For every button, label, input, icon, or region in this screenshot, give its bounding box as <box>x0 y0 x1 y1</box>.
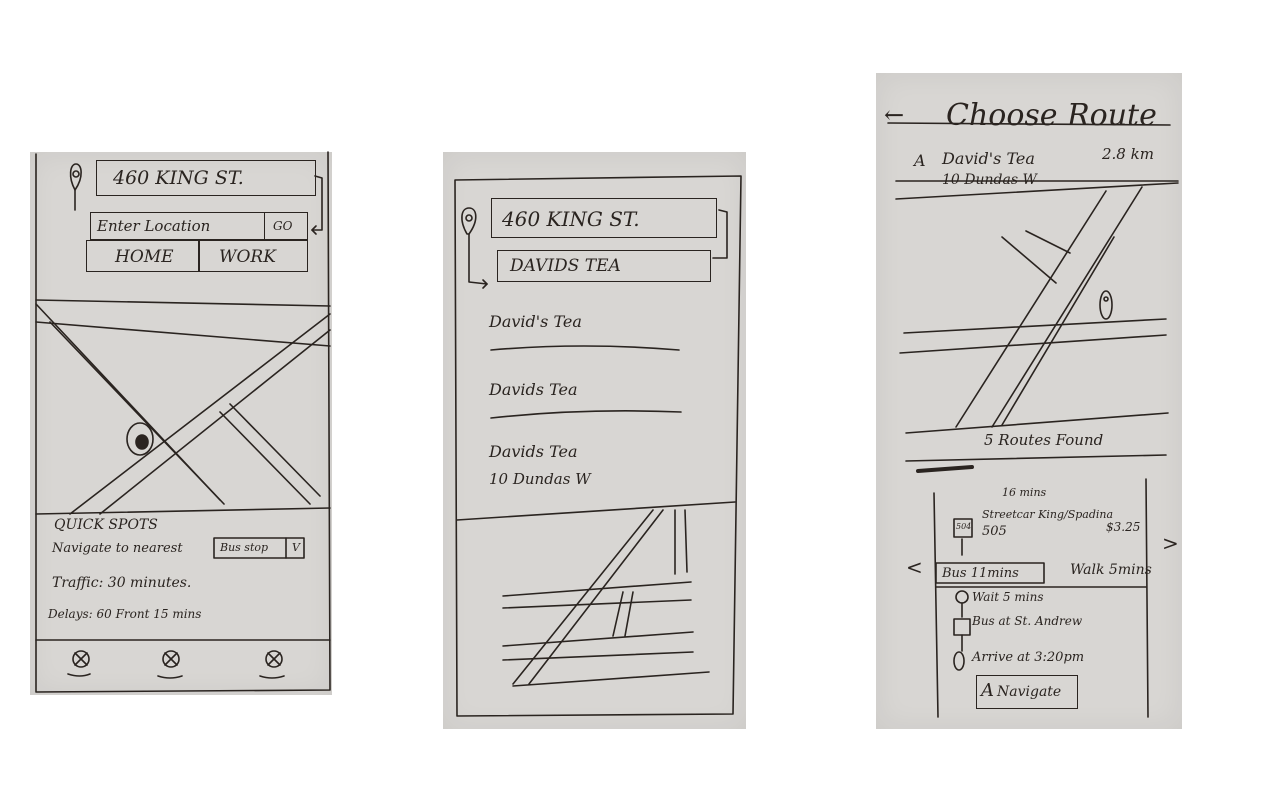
work-label: WORK <box>219 247 276 267</box>
origin-field-text: 460 KING ST. <box>502 207 640 231</box>
destination-name: David's Tea <box>942 149 1035 168</box>
bus-segment: Bus 11mins <box>942 566 1019 581</box>
traffic-text: Traffic: 30 minutes. <box>52 575 192 591</box>
step-text: Wait 5 mins <box>972 590 1044 604</box>
navigate-button[interactable]: A Navigate <box>976 675 1078 709</box>
go-button-label: GO <box>273 219 293 233</box>
walk-segment: Walk 5mins <box>1070 562 1152 578</box>
search-result-item[interactable]: Davids Tea 10 Dundas W <box>489 442 689 492</box>
back-arrow-icon[interactable]: ← <box>884 101 905 129</box>
work-shortcut-button[interactable]: WORK <box>198 240 308 272</box>
nav-icon-1 <box>72 650 90 668</box>
screen3-ink <box>887 122 1179 718</box>
origin-field-text: 460 KING ST. <box>113 167 244 189</box>
route-number: 505 <box>982 524 1007 539</box>
next-route-arrow[interactable]: > <box>1162 531 1179 555</box>
distance-text: 2.8 km <box>1102 145 1154 163</box>
quick-spots-title: QUICK SPOTS <box>54 517 158 533</box>
route-fare: $3.25 <box>1106 520 1141 534</box>
navigate-button-label: Navigate <box>997 684 1062 700</box>
origin-field[interactable]: 460 KING ST. <box>491 198 717 238</box>
result-name: Davids Tea <box>489 380 578 399</box>
result-name: Davids Tea <box>489 442 578 461</box>
prev-route-arrow[interactable]: < <box>906 555 923 579</box>
destination-field-text: DAVIDS TEA <box>510 256 621 276</box>
delays-text: Delays: 60 Front 15 mins <box>48 607 202 621</box>
home-shortcut-button[interactable]: HOME <box>86 240 200 272</box>
location-pin-icon <box>69 163 82 191</box>
origin-field[interactable]: 460 KING ST. <box>96 160 316 196</box>
search-result-item[interactable]: David's Tea <box>489 312 689 352</box>
navigate-nearest-label: Navigate to nearest <box>52 541 183 556</box>
destination-address: 10 Dundas W <box>942 172 1037 188</box>
step-text: Arrive at 3:20pm <box>972 650 1085 665</box>
screen2-ink <box>454 175 742 717</box>
route-card[interactable]: 16 mins 504 Streetcar King/Spadina 505 $… <box>938 479 1152 719</box>
route-badge: 504 <box>956 522 972 531</box>
home-label: HOME <box>115 247 174 267</box>
pin-icon <box>953 651 965 671</box>
nav-icon-2 <box>162 650 180 668</box>
result-name: David's Tea <box>489 312 582 331</box>
sketch-screen-home: 460 KING ST. Enter Location GO HOME WORK… <box>30 151 332 695</box>
route-line-name: Streetcar King/Spadina <box>982 508 1114 521</box>
destination-placeholder: Enter Location <box>97 217 211 235</box>
routes-found-text: 5 Routes Found <box>984 431 1104 449</box>
location-pin-icon <box>461 207 477 235</box>
streetcar-badge <box>953 518 973 538</box>
sketch-screen-choose-route: ← Choose Route A David's Tea 10 Dundas W… <box>876 73 1182 729</box>
swap-arrow-icon <box>311 175 323 231</box>
destination-field[interactable]: DAVIDS TEA <box>497 250 711 282</box>
result-address: 10 Dundas W <box>489 470 591 488</box>
search-result-item[interactable]: Davids Tea <box>489 380 689 420</box>
destination-marker-icon: A <box>914 151 926 170</box>
sketch-screen-search: 460 KING ST. DAVIDS TEA David's Tea Davi… <box>443 152 746 729</box>
screen1-ink <box>35 151 331 693</box>
go-button[interactable]: GO <box>264 212 308 240</box>
route-duration: 16 mins <box>1002 486 1047 499</box>
step-text: Bus at St. Andrew <box>972 614 1083 628</box>
navigate-button-marker: A <box>981 680 994 701</box>
nearest-select[interactable]: Bus stop <box>220 541 269 554</box>
chevron-down-icon[interactable]: V <box>292 541 300 554</box>
map-pin-icon <box>126 422 154 456</box>
map-pin-icon <box>1099 290 1113 320</box>
nav-icon-3 <box>265 650 283 668</box>
page-title: Choose Route <box>946 98 1157 133</box>
